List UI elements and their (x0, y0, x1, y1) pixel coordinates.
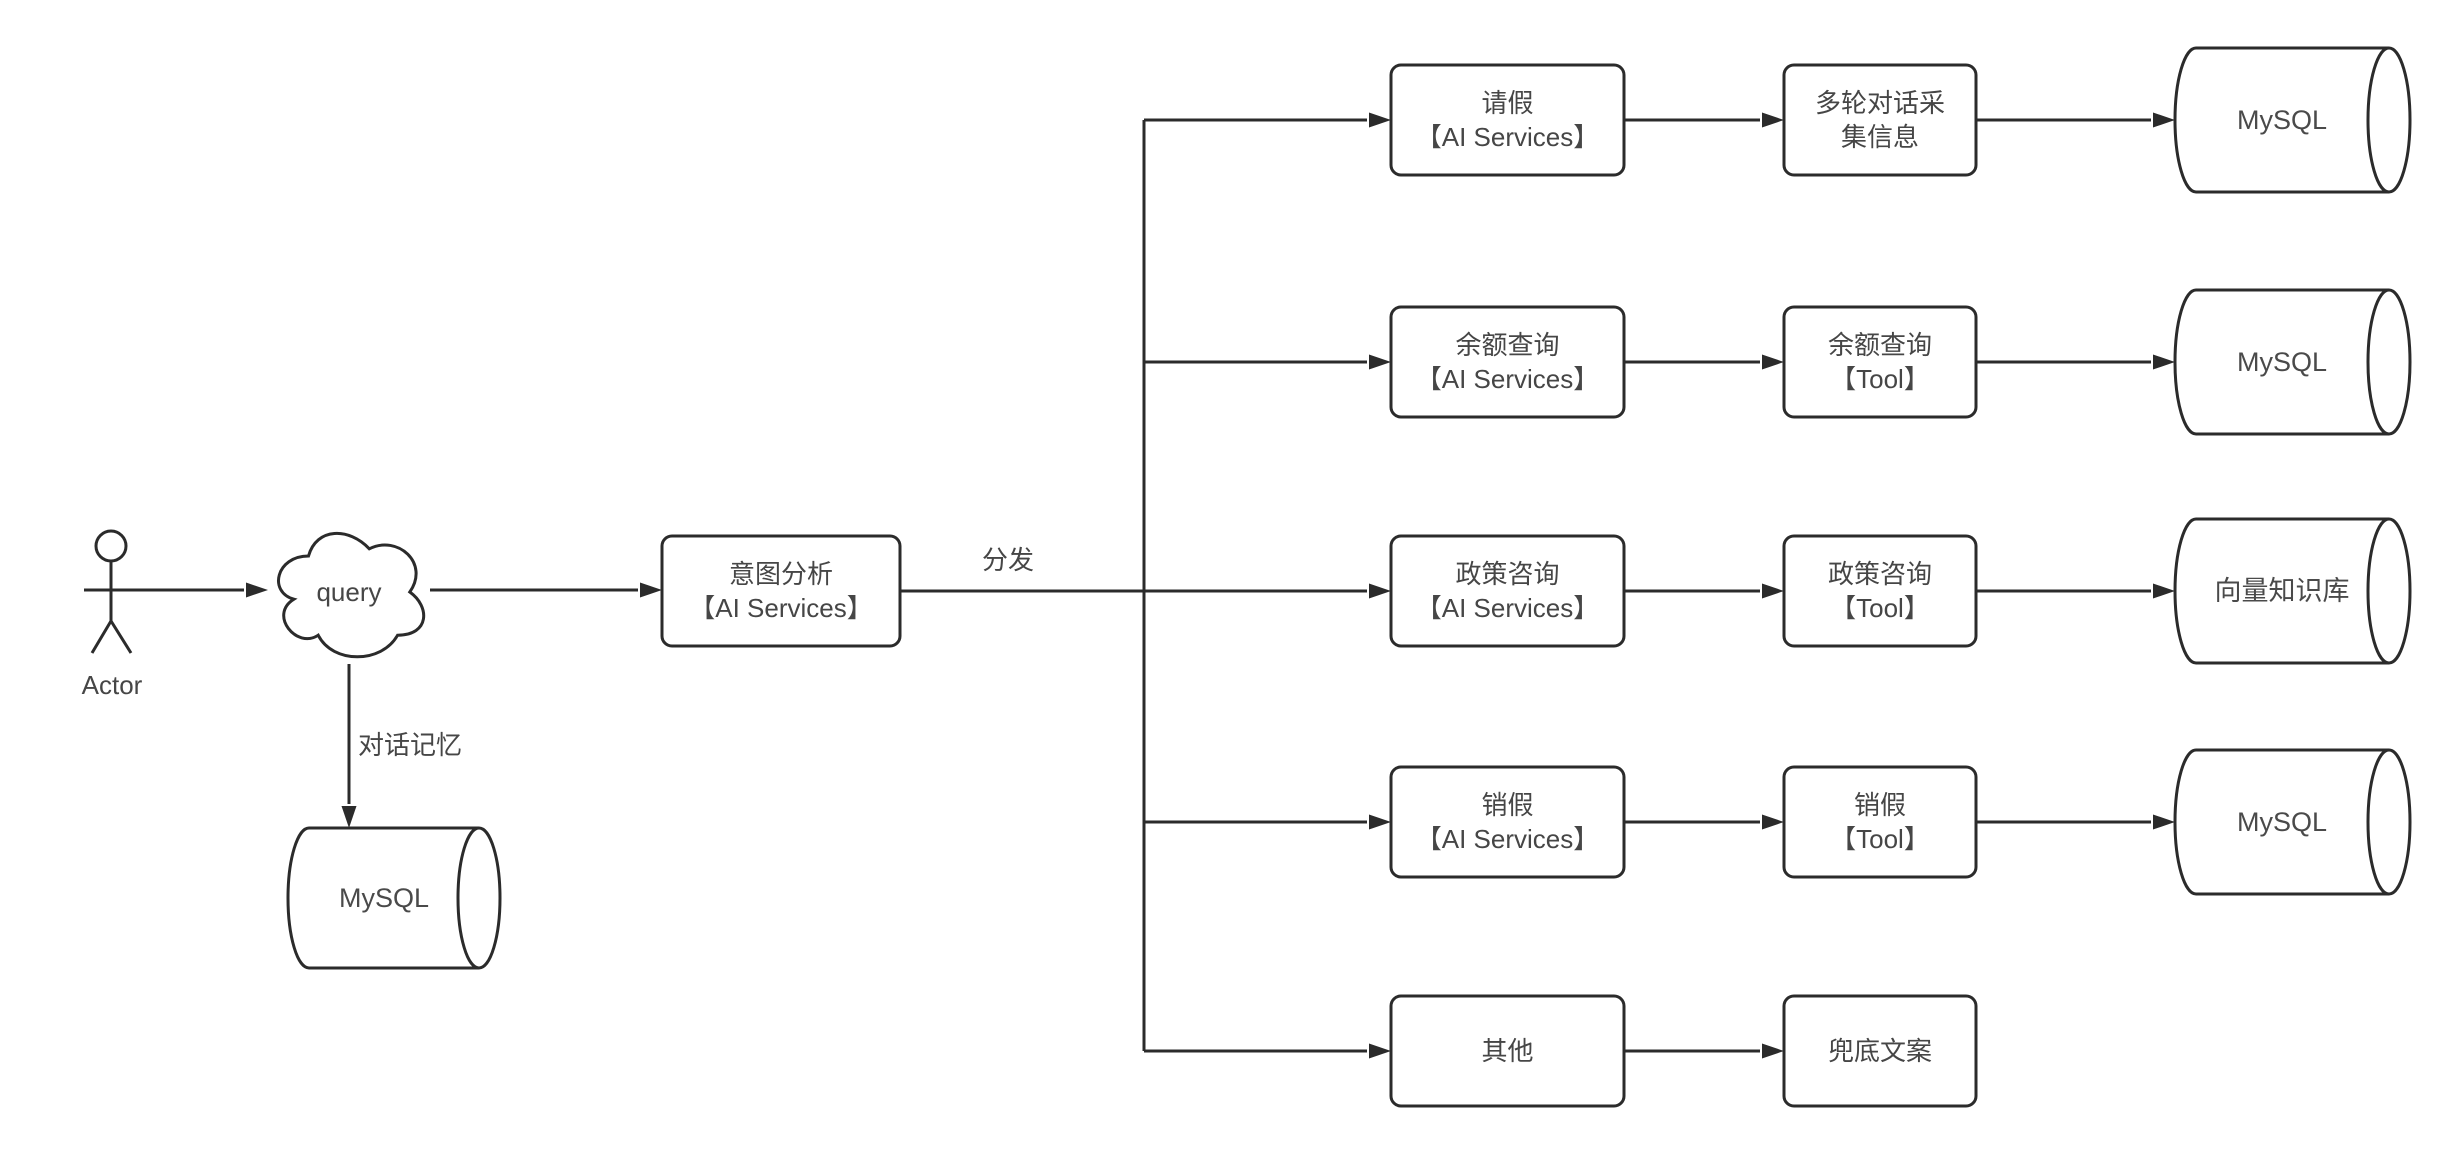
db-cylinder-row2 (2173, 288, 2412, 436)
handler-node-row4 (1782, 765, 1978, 879)
edge-query-to-memory-db (341, 664, 357, 828)
arrowhead (1369, 354, 1391, 370)
edge-handler-to-db-row2 (1976, 354, 2175, 370)
service-node-row4 (1389, 765, 1626, 879)
arrowhead (341, 806, 357, 828)
arrowhead (1762, 354, 1784, 370)
edge-branch-row1 (1144, 112, 1391, 128)
service-node-row5 (1389, 994, 1626, 1108)
db-cylinder-row1 (2173, 46, 2412, 194)
edge-handler-to-db-row1 (1976, 112, 2175, 128)
edge-handler-to-db-row3 (1976, 583, 2175, 599)
handler-node-row3 (1782, 534, 1978, 648)
arrowhead (1369, 814, 1391, 830)
arrowhead (1762, 1043, 1784, 1059)
handler-node-row1 (1782, 63, 1978, 177)
arrowhead (2153, 814, 2175, 830)
arrowhead (1762, 112, 1784, 128)
actor-legs (90, 618, 133, 654)
arrowhead (640, 582, 662, 598)
db-cylinder-row3 (2173, 517, 2412, 665)
arrowhead (1762, 814, 1784, 830)
arrowhead (1369, 583, 1391, 599)
edge-branch-row5 (1144, 1043, 1391, 1059)
arrowhead (2153, 583, 2175, 599)
handler-node-row2 (1782, 305, 1978, 419)
edge-actor-to-query (138, 582, 268, 598)
cylinder-cap (456, 826, 502, 970)
edge-service-to-handler-row5 (1624, 1043, 1784, 1059)
arrowhead (2153, 112, 2175, 128)
edge-service-to-handler-row4 (1624, 814, 1784, 830)
arrowhead (1762, 583, 1784, 599)
edge-branch-row2 (1144, 354, 1391, 370)
arrowhead (1369, 1043, 1391, 1059)
query-cloud-shape (277, 532, 426, 659)
cylinder-cap (2366, 288, 2412, 436)
handler-node-row5 (1782, 994, 1978, 1108)
actor-figure (84, 529, 138, 654)
edge-service-to-handler-row1 (1624, 112, 1784, 128)
edge-service-to-handler-row2 (1624, 354, 1784, 370)
memory-db-cylinder (286, 826, 502, 970)
arrowhead (1369, 112, 1391, 128)
cylinder-cap (2366, 46, 2412, 194)
edge-handler-to-db-row4 (1976, 814, 2175, 830)
intent-node-shape (660, 534, 902, 648)
edge-service-to-handler-row3 (1624, 583, 1784, 599)
edge-dispatch-main (900, 583, 1391, 599)
service-node-row1 (1389, 63, 1626, 177)
cylinder-cap (2366, 748, 2412, 896)
service-node-row2 (1389, 305, 1626, 419)
service-node-row3 (1389, 534, 1626, 648)
edge-query-to-intent (430, 582, 662, 598)
actor-head (94, 529, 128, 563)
arrowhead (246, 582, 268, 598)
db-cylinder-row4 (2173, 748, 2412, 896)
edge-branch-row4 (1144, 814, 1391, 830)
arrowhead (2153, 354, 2175, 370)
cylinder-cap (2366, 517, 2412, 665)
